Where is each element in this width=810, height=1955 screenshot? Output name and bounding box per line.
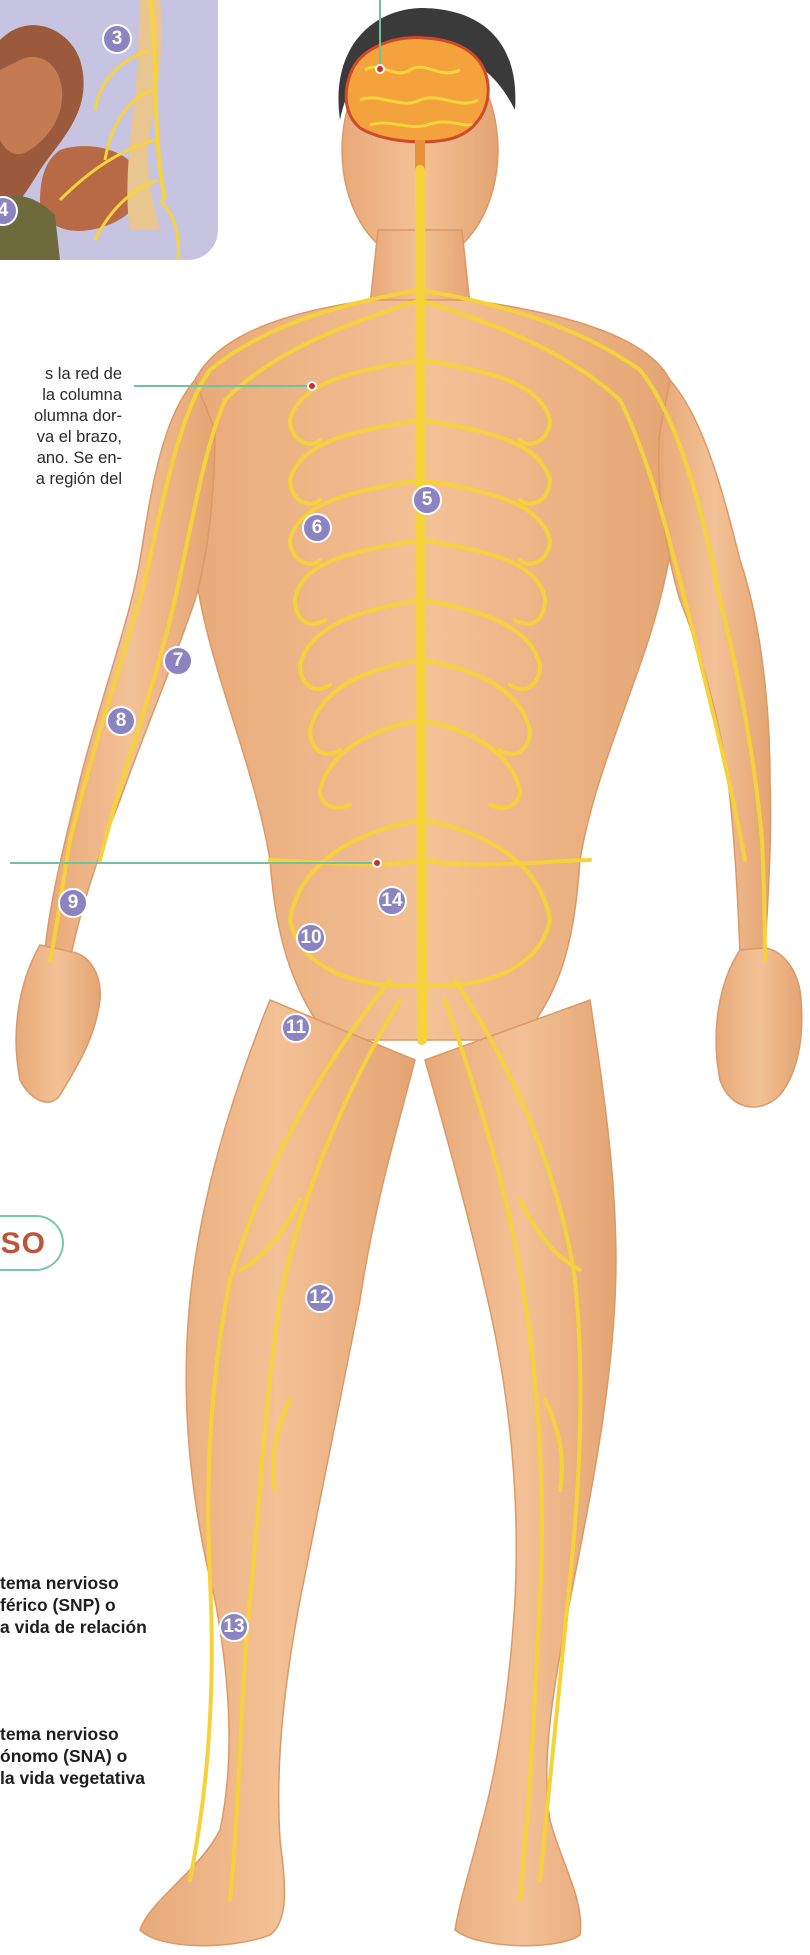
label-badge-13: 13 bbox=[219, 1612, 249, 1642]
label-badge-10: 10 bbox=[296, 923, 326, 953]
caption-snp: tema nervioso férico (SNP) o a vida de r… bbox=[0, 1572, 147, 1638]
pointer-dot-spinal-nerves bbox=[307, 381, 317, 391]
body-silhouette bbox=[16, 38, 802, 1946]
leader-line-lumbar bbox=[10, 862, 378, 864]
pointer-dot-lumbar bbox=[372, 858, 382, 868]
label-badge-11: 11 bbox=[281, 1013, 311, 1043]
label-badge-7: 7 bbox=[163, 646, 193, 676]
leader-line-spinal-nerves bbox=[134, 385, 313, 387]
section-heading-text: SO bbox=[1, 1227, 46, 1261]
description-paragraph: s la red de la columna olumna dor- va el… bbox=[0, 364, 122, 490]
label-badge-9: 9 bbox=[58, 888, 88, 918]
label-badge-14: 14 bbox=[377, 886, 407, 916]
label-badge-8: 8 bbox=[106, 706, 136, 736]
caption-sna: tema nervioso ónomo (SNA) o la vida vege… bbox=[0, 1723, 145, 1789]
label-badge-5: 5 bbox=[412, 485, 442, 515]
pointer-dot-brain bbox=[375, 64, 385, 74]
leader-line-brain bbox=[379, 0, 381, 68]
label-badge-12: 12 bbox=[305, 1283, 335, 1313]
label-badge-6: 6 bbox=[302, 513, 332, 543]
label-badge-3: 3 bbox=[102, 24, 132, 54]
section-heading-tab: SO bbox=[0, 1215, 64, 1271]
